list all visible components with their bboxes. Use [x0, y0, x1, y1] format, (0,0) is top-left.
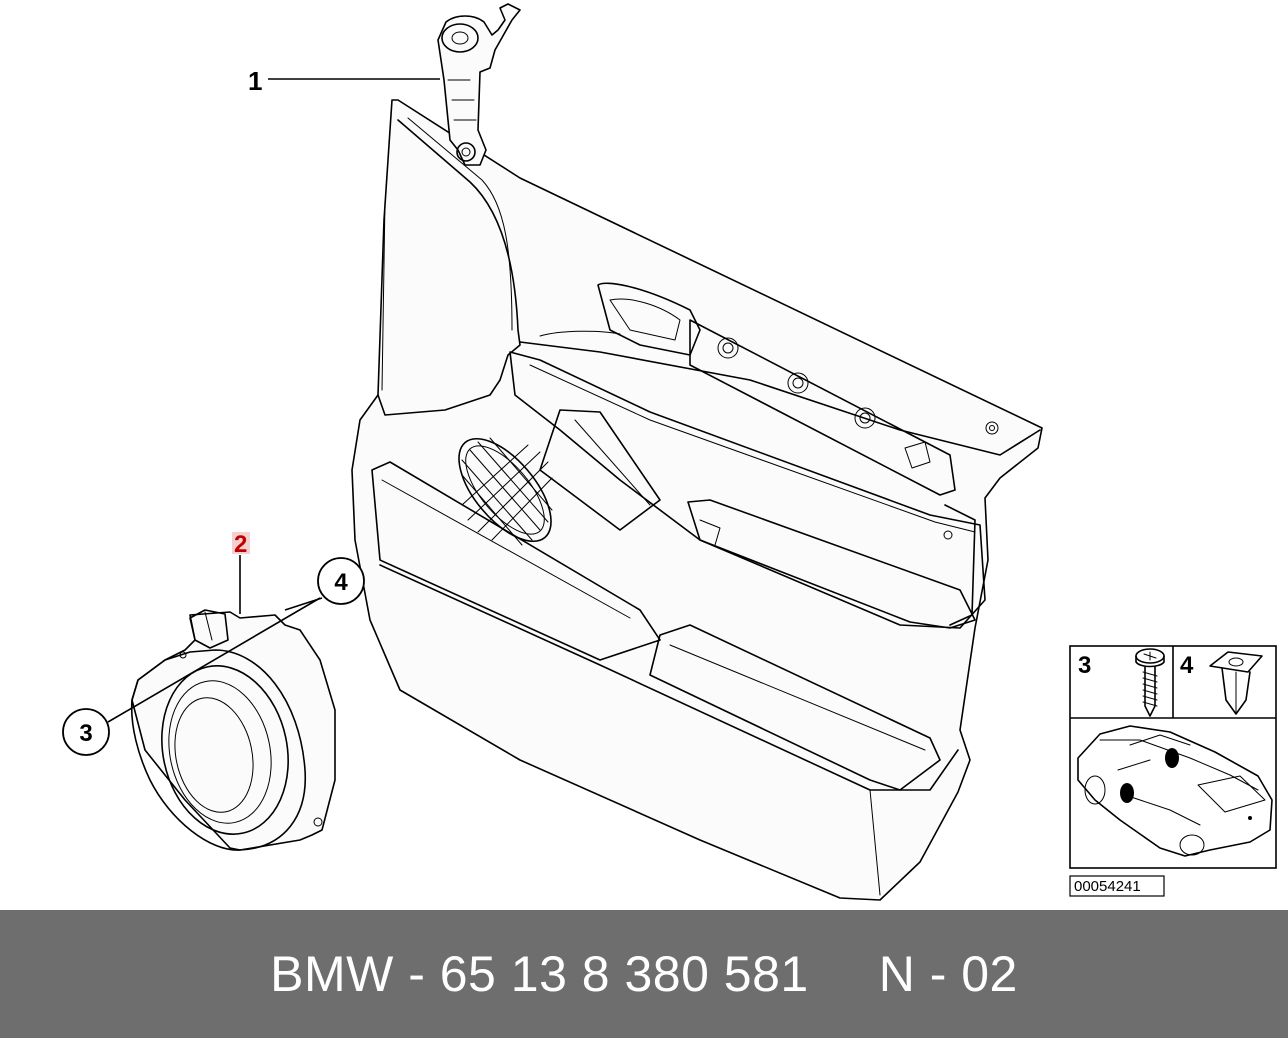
part-1-bracket [437, 3, 521, 166]
callout-2: 2 [232, 531, 250, 614]
callout-4-label: 4 [334, 569, 348, 596]
callout-1-label: 1 [248, 66, 262, 96]
clip-nut-icon [1209, 651, 1263, 715]
part-number-footer: BMW - 65 13 8 380 581 N - 02 [0, 910, 1288, 1038]
callout-3-circle [62, 708, 110, 756]
callout-4: 4 [284, 557, 365, 611]
callout-1: 1 [248, 66, 440, 96]
door-trim-panel [351, 99, 1043, 901]
inset-label-3: 3 [1078, 652, 1091, 679]
diagram-reference-number: 00054241 [1074, 878, 1141, 895]
page-code-text: N - 02 [878, 946, 1018, 1002]
part-number-text: BMW - 65 13 8 380 581 [270, 946, 809, 1002]
speaker-grille [458, 437, 553, 546]
inset-label-4: 4 [1180, 652, 1194, 679]
callout-3-label: 3 [79, 720, 92, 747]
callout-4-circle [317, 557, 365, 605]
inset-panel: 3 4 [1069, 645, 1277, 897]
parts-diagram: 1 2 3 4 3 4 [62, 3, 1277, 901]
speaker-location-marker-left [1120, 783, 1134, 803]
callout-2-label: 2 [234, 531, 247, 558]
car-location-icon [1077, 725, 1273, 857]
speaker-location-marker-right [1165, 748, 1179, 768]
screw-icon [1135, 648, 1165, 717]
callout-3: 3 [62, 597, 321, 756]
part-2-speaker-housing [130, 609, 336, 851]
